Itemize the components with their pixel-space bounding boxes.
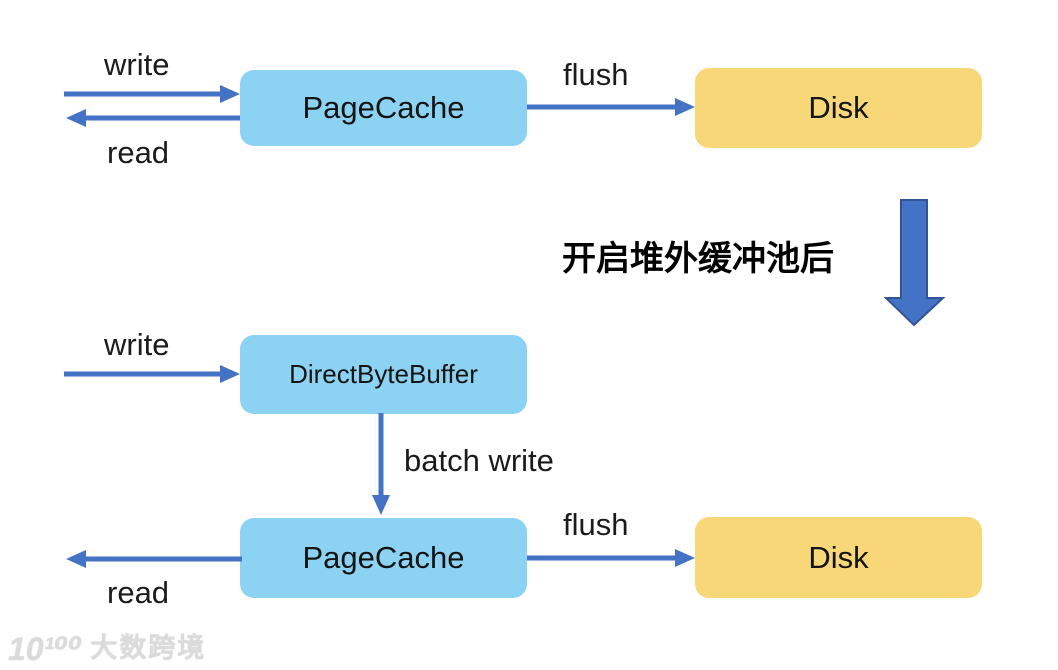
disk-node-top-label: Disk — [808, 90, 869, 125]
transition-caption: 开启堆外缓冲池后 — [562, 240, 834, 278]
watermark-logo-icon: 10¹⁰⁰ — [8, 631, 83, 667]
write-arrow-bottom-icon — [64, 365, 240, 383]
write-label-bottom: write — [104, 327, 170, 362]
batch-write-arrow-icon — [372, 413, 390, 515]
flush-label-bottom: flush — [563, 507, 629, 542]
disk-node-bottom-label: Disk — [808, 539, 869, 575]
directbytebuffer-node-label: DirectByteBuffer — [289, 359, 478, 389]
batch-write-label: batch write — [404, 443, 554, 478]
flush-arrow-bottom-icon — [527, 549, 695, 567]
read-arrow-top-icon — [66, 109, 242, 127]
watermark-brand-text: 大数跨境 — [90, 633, 207, 663]
disk-node-top: Disk — [695, 68, 982, 148]
read-arrow-bottom-icon — [66, 550, 242, 568]
pagecache-node-bottom-label: PageCache — [302, 540, 465, 575]
pagecache-node-top: PageCache — [240, 70, 527, 146]
pagecache-node-bottom: PageCache — [240, 518, 527, 598]
disk-node-bottom: Disk — [695, 517, 982, 598]
block-down-arrow-icon — [884, 199, 946, 327]
directbytebuffer-node: DirectByteBuffer — [240, 335, 527, 414]
flush-label-top: flush — [563, 57, 629, 92]
watermark: 10¹⁰⁰ 大数跨境 — [8, 633, 206, 665]
flush-arrow-top-icon — [527, 98, 695, 116]
write-arrow-top-icon — [64, 85, 240, 103]
read-label-top: read — [107, 135, 170, 170]
write-label-top: write — [104, 47, 170, 82]
pagecache-node-top-label: PageCache — [302, 90, 465, 125]
read-label-bottom: read — [107, 575, 170, 610]
